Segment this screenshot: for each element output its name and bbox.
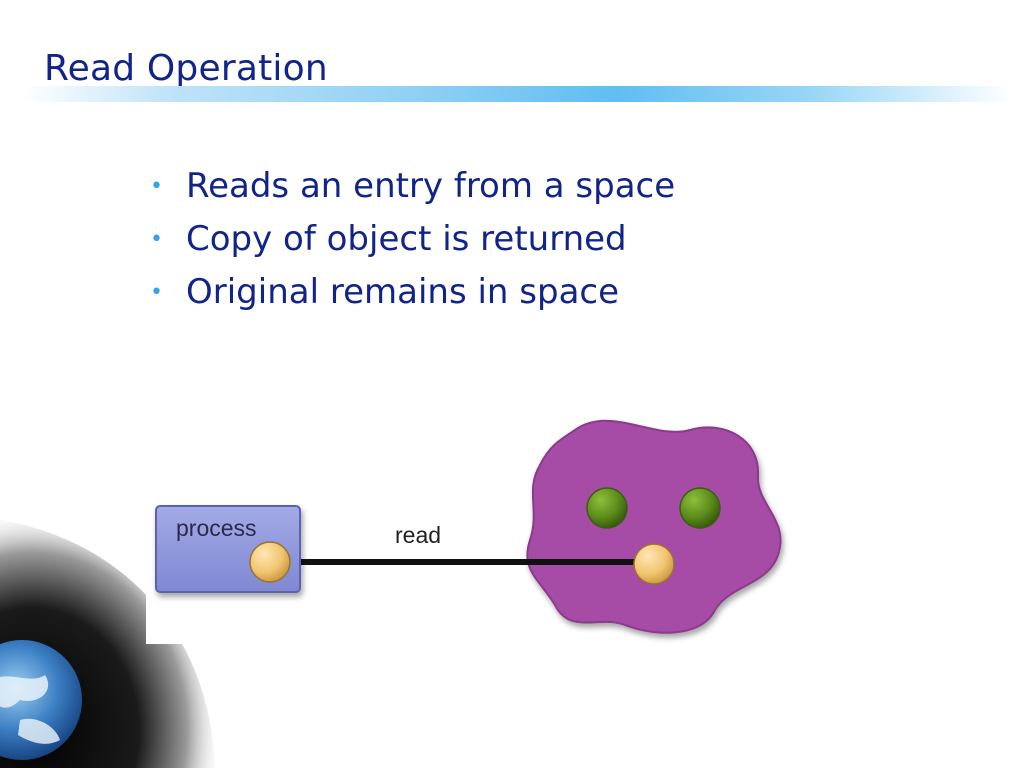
entry-copy-at-process [249,541,291,583]
entry-original-in-space [633,543,675,585]
bullet-list: • Reads an entry from a space • Copy of ob… [150,160,675,319]
bullet-text: Reads an entry from a space [186,166,676,206]
read-label: read [395,522,441,548]
earth-cloud [0,675,49,708]
title-underline-bar [22,86,1012,102]
bullet-item: • Copy of object is returned [150,213,675,266]
bullet-text: Copy of object is returned [186,219,627,259]
bullet-item: • Original remains in space [150,266,675,319]
slide-title: Read Operation [44,48,328,90]
space-blob [526,419,782,634]
bullet-dot: • [150,174,163,199]
entry-green-1 [586,487,628,529]
earth-cloud [18,718,60,744]
process-label: process [176,515,257,541]
globe-decoration [0,520,215,768]
entry-green-2 [679,487,721,529]
bullet-text: Original remains in space [186,272,620,312]
bullet-dot: • [150,227,163,252]
bullet-item: • Reads an entry from a space [150,160,675,213]
read-operation-diagram: process read [155,419,782,634]
bullet-dot: • [150,280,163,305]
